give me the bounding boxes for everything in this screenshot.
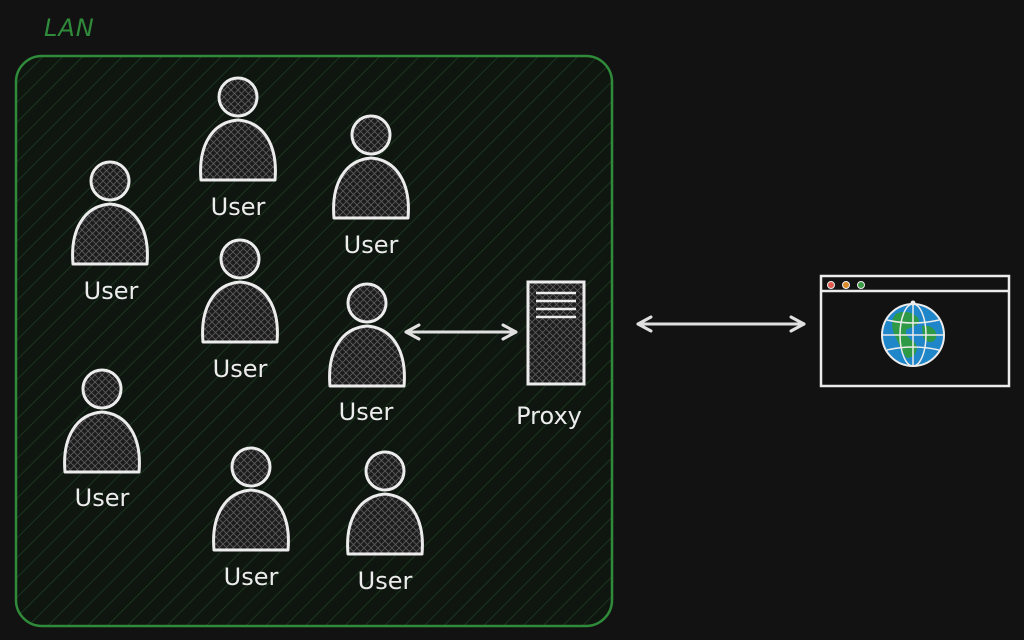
proxy-label: Proxy [516, 402, 582, 430]
user-label: User [83, 277, 139, 305]
user-label: User [223, 563, 279, 591]
user-label: User [343, 231, 399, 259]
user-label: User [212, 355, 268, 383]
proxy-server-icon [526, 280, 586, 386]
lan-label: LAN [44, 14, 95, 42]
window-maximize-dot [857, 281, 865, 289]
globe-icon [881, 300, 945, 367]
lan-group [14, 54, 614, 628]
browser-window-icon [819, 274, 1011, 388]
user-label: User [74, 484, 130, 512]
window-minimize-dot [842, 281, 850, 289]
window-close-dot [827, 281, 835, 289]
user-label: User [210, 193, 266, 221]
user-label: User [338, 398, 394, 426]
user-label: User [357, 567, 413, 595]
